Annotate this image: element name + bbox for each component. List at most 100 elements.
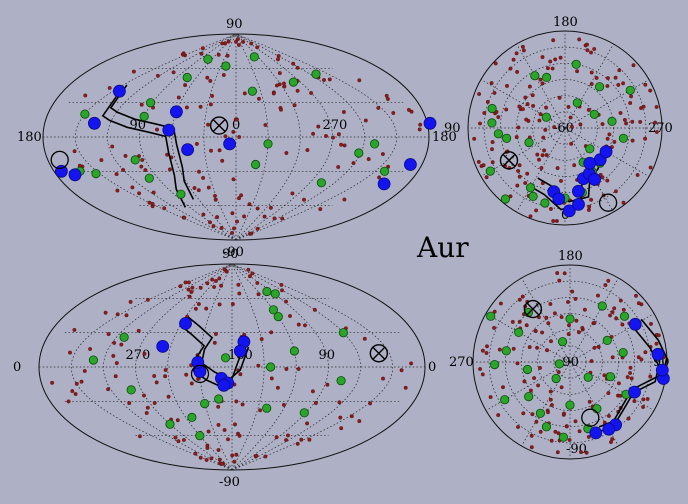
green-marker [486,311,496,321]
background-star [587,204,592,209]
background-star [269,330,274,335]
background-star [74,381,79,386]
background-star [542,148,547,153]
background-star [173,435,178,440]
background-star [277,71,282,76]
green-marker [221,353,231,363]
background-star [213,332,218,336]
background-star [525,102,530,107]
background-star [600,122,605,127]
green-marker [262,286,272,297]
crossed-circle-ring [523,299,543,319]
background-star [193,451,198,456]
background-star [409,109,414,114]
blue-marker [655,363,669,377]
green-marker [583,372,593,382]
background-star [535,152,540,157]
background-star [337,400,342,405]
background-star [534,419,539,424]
crossed-circle-marker [369,344,389,363]
background-star [538,112,543,117]
background-star [544,153,549,158]
background-star [478,367,483,371]
background-star [610,437,615,442]
background-star [221,73,226,77]
green-marker [572,98,582,108]
background-star [528,214,533,219]
background-star [230,211,235,216]
background-star [596,344,601,349]
background-star [648,165,653,170]
crossed-circle-marker [523,299,543,319]
background-star [256,292,261,297]
background-star [605,84,610,88]
background-star [246,267,251,272]
background-star [247,202,252,207]
blue-marker [552,192,566,206]
green-marker [485,166,495,176]
green-marker [585,144,595,154]
green-marker [540,198,550,208]
background-star [529,445,534,450]
background-star [136,328,141,333]
background-star [585,42,589,47]
green-marker [354,148,364,158]
angle-tick-label: 270 [648,121,673,136]
background-star [605,76,610,81]
background-star [557,278,562,283]
polar-spoke [569,277,619,363]
green-marker [88,355,99,365]
background-star [541,135,546,140]
green-marker [500,194,510,204]
blue-marker [583,156,597,170]
background-star [210,277,215,282]
background-star [551,219,556,223]
background-star [628,101,633,105]
green-marker [619,311,630,321]
background-star [235,219,239,224]
background-star [219,283,224,288]
background-star [641,397,646,402]
blue-marker [179,317,192,330]
blue-marker [181,143,195,157]
lon-tick-label: 270 [126,348,151,363]
background-star [481,163,486,168]
green-marker [263,139,273,149]
background-star [592,321,597,325]
background-star [582,307,587,312]
green-marker [493,129,503,139]
background-star [237,196,241,201]
background-star [477,92,482,96]
blue-marker [191,355,205,369]
polar-ring [532,95,598,161]
green-marker [524,137,534,148]
background-star [324,134,328,138]
background-star [643,350,648,355]
background-star [217,276,222,281]
background-star [628,365,633,370]
background-star [194,141,199,146]
background-star [613,189,618,194]
background-star [114,361,119,366]
meridian-line [106,33,237,241]
background-star [556,431,561,436]
background-star [197,169,201,174]
background-star [205,446,210,450]
background-star [584,450,589,455]
background-star [556,370,561,374]
background-star [653,120,658,125]
background-star [554,219,559,223]
angle-tick-label: 180 [558,249,583,264]
background-star [341,110,346,114]
background-star [511,57,516,62]
polar-spoke [485,361,571,411]
background-star [606,414,611,418]
green-marker [165,419,175,429]
green-marker [247,86,257,96]
background-star [162,206,167,211]
green-marker [607,116,617,127]
background-star [546,410,550,415]
background-star [222,428,227,432]
background-star [559,385,564,390]
crossed-circle-marker [209,116,229,135]
